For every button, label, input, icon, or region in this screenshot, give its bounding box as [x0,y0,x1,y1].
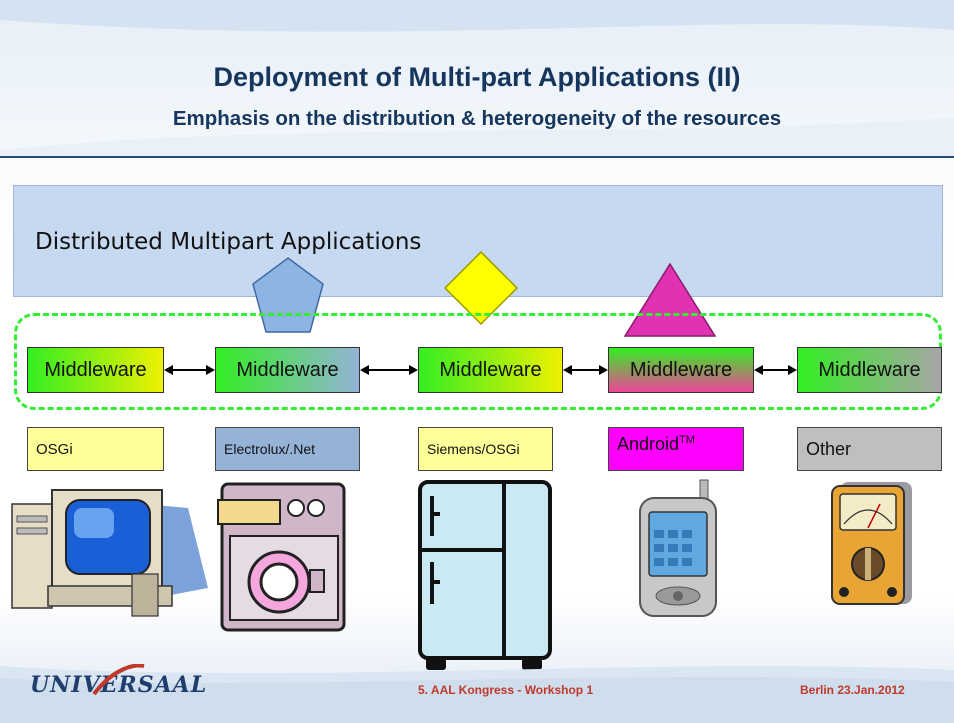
platform-siemens-label: Siemens/OSGi [427,441,520,457]
universaal-logo-swoosh [92,664,145,696]
middleware-box-2: Middleware [215,347,360,393]
multimeter-icon [831,482,912,605]
platform-electrolux-label: Electrolux/.Net [224,441,316,457]
washing-machine-icon [217,482,346,632]
refrigerator-icon [418,480,552,670]
middleware-box-1: Middleware [27,347,164,393]
bidirectional-arrow-3 [563,365,608,375]
middleware-label-4: Middleware [629,358,733,381]
platform-android-label: Android [617,434,680,454]
application-part-diamond [443,250,519,326]
trademark-superscript: TM [679,434,695,446]
title-swoosh-decoration [0,0,954,156]
applications-layer-label: Distributed Multipart Applications [35,229,422,255]
page-title: Deployment of Multi-part Applications (I… [213,62,741,92]
platform-osgi-label: OSGi [36,440,73,458]
platform-siemens: Siemens/OSGi [418,427,553,471]
bidirectional-arrow-1 [164,365,215,375]
middleware-box-3: Middleware [418,347,563,393]
desktop-computer-icon [11,489,208,617]
bidirectional-arrow-2 [360,365,418,375]
middleware-box-5: Middleware [797,347,942,393]
middleware-label-2: Middleware [236,358,339,381]
logo-wordmark: UNIVERSAAL [30,672,208,698]
mobile-phone-icon [639,479,717,617]
footer-event: 5. AAL Kongress - Workshop 1 [418,683,594,697]
middleware-label-1: Middleware [44,358,147,381]
platform-other: Other [797,427,942,471]
middleware-label-5: Middleware [818,358,921,381]
footer-band [0,666,954,723]
universaal-logo: UNIVERSAAL [30,664,208,698]
footer-location-date: Berlin 23.Jan.2012 [800,683,905,697]
title-band [0,0,954,158]
platform-osgi: OSGi [27,427,164,471]
application-part-triangle [623,262,717,337]
platform-other-label: Other [806,438,852,459]
platform-electrolux: Electrolux/.Net [215,427,360,471]
bidirectional-arrow-4 [754,365,797,375]
middleware-box-4: Middleware [608,347,754,393]
page-subtitle: Emphasis on the distribution & heterogen… [172,107,782,130]
middleware-label-3: Middleware [439,358,542,381]
